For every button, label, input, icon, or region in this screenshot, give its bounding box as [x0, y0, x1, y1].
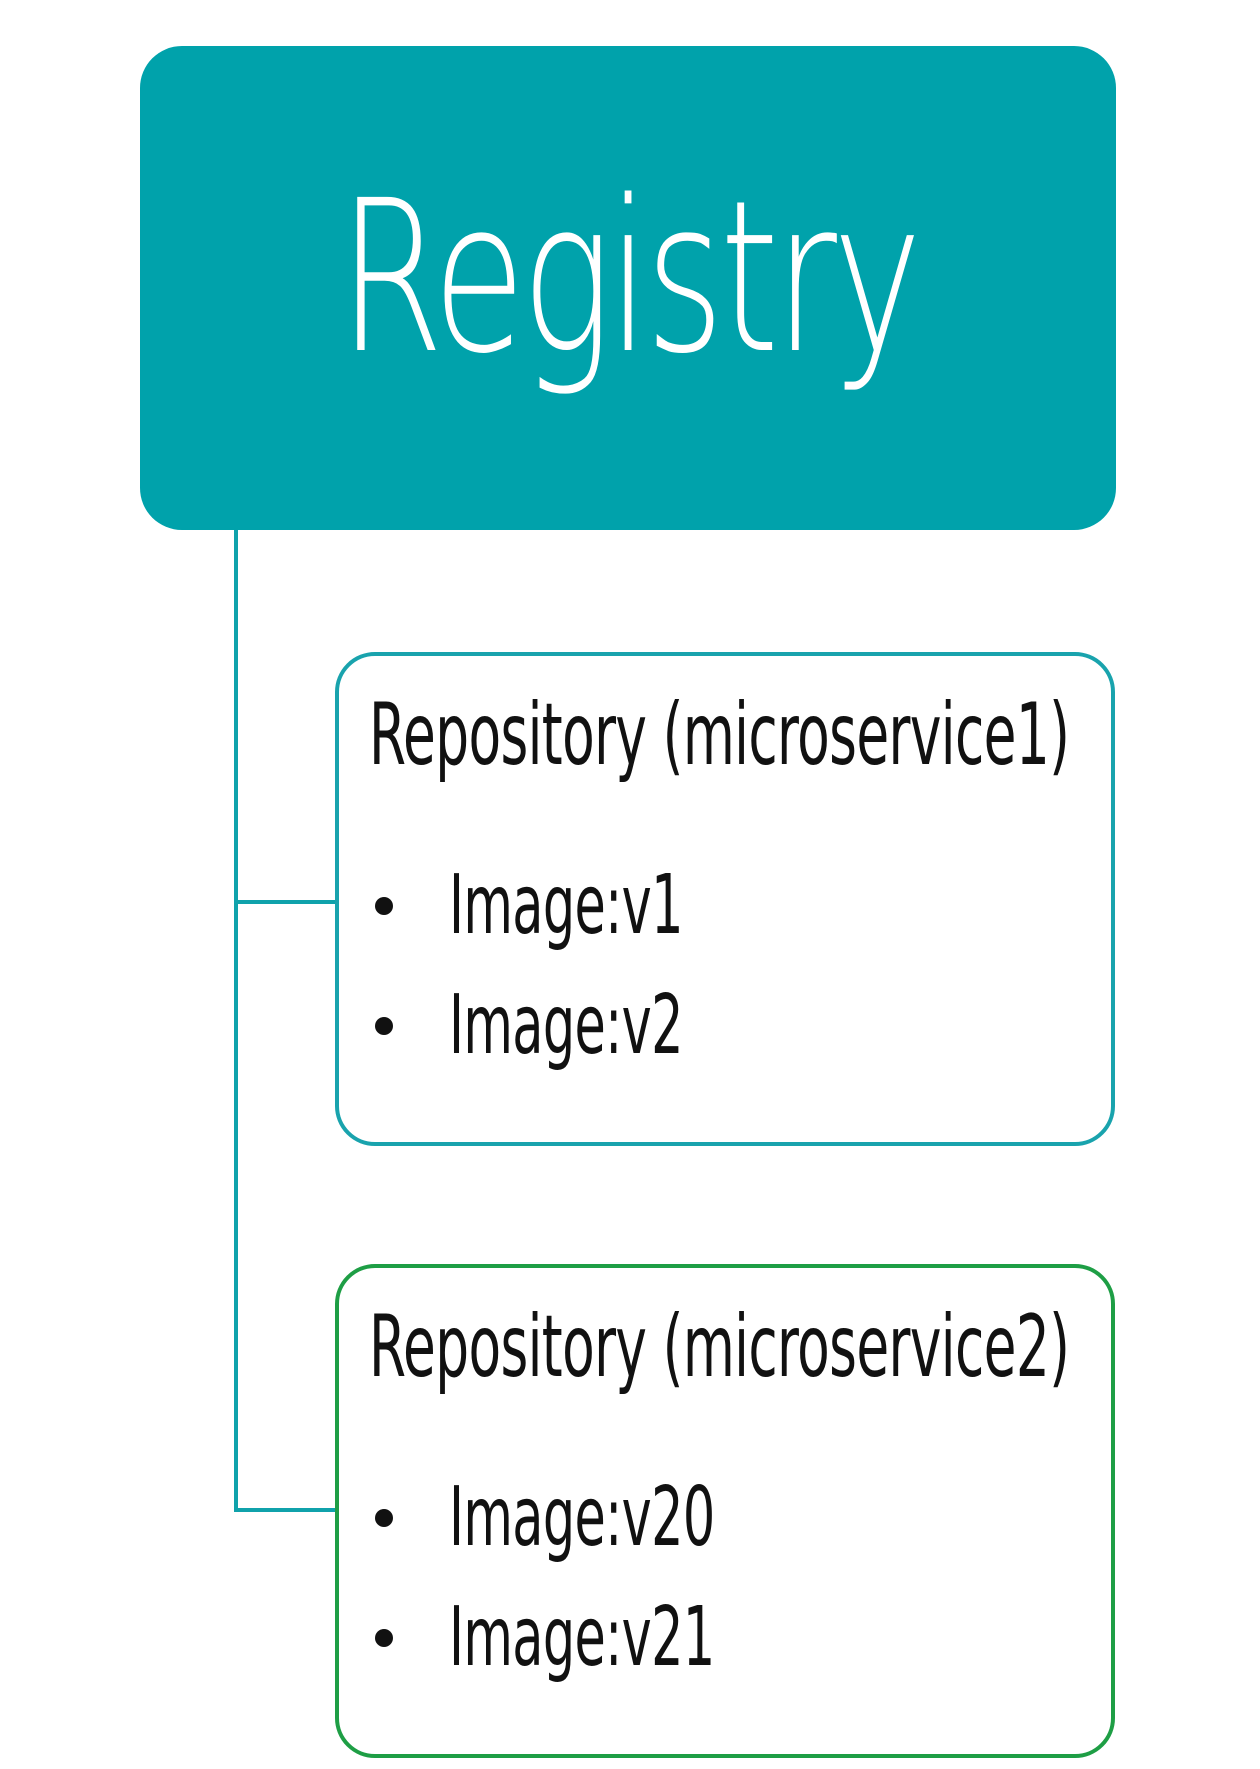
image-tag: Image:v21	[449, 1590, 715, 1685]
repository-title: Repository (microservice2)	[369, 1297, 1070, 1397]
image-list: Image:v1 Image:v2	[375, 846, 826, 1086]
repository-box-microservice2: Repository (microservice2) Image:v20 Ima…	[335, 1264, 1115, 1758]
connector-trunk	[234, 530, 238, 1512]
repository-title: Repository (microservice1)	[369, 685, 1070, 785]
bullet-icon	[375, 1017, 393, 1035]
image-tag: Image:v20	[449, 1470, 715, 1565]
registry-title: Registry	[338, 155, 922, 400]
repository-box-microservice1: Repository (microservice1) Image:v1 Imag…	[335, 652, 1115, 1146]
bullet-icon	[375, 1629, 393, 1647]
bullet-icon	[375, 897, 393, 915]
list-item: Image:v20	[375, 1458, 877, 1578]
connector-branch-microservice2	[234, 1508, 337, 1512]
list-item: Image:v2	[375, 966, 826, 1086]
list-item: Image:v1	[375, 846, 826, 966]
connector-branch-microservice1	[234, 900, 337, 904]
image-list: Image:v20 Image:v21	[375, 1458, 877, 1698]
bullet-icon	[375, 1509, 393, 1527]
registry-box: Registry	[140, 46, 1116, 530]
image-tag: Image:v1	[449, 858, 683, 953]
image-tag: Image:v2	[449, 978, 683, 1073]
list-item: Image:v21	[375, 1578, 877, 1698]
